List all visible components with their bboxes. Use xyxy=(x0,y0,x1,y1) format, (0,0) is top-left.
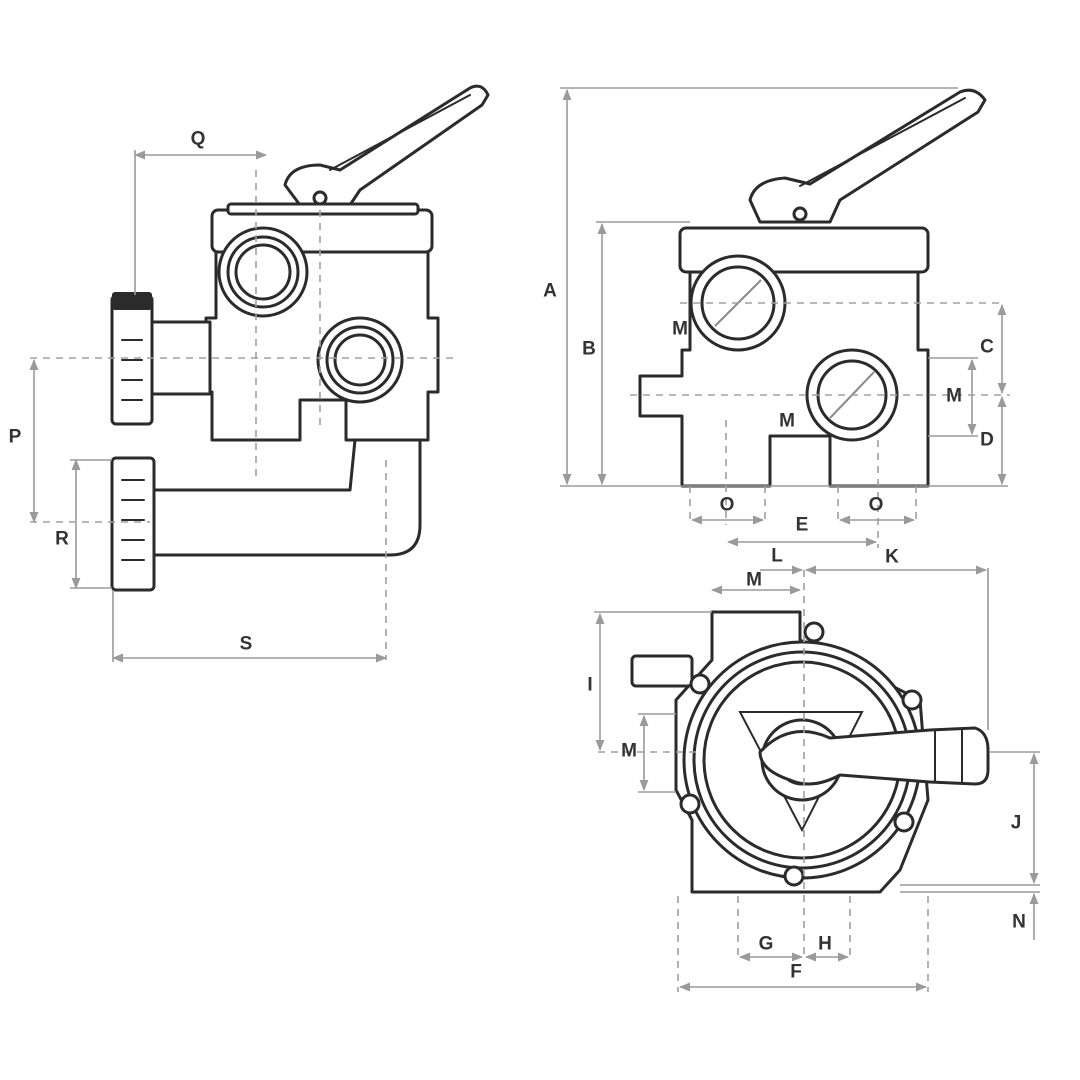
label-p: P xyxy=(9,427,22,448)
label-m-front-upper: M xyxy=(672,319,688,340)
label-a: A xyxy=(543,281,557,302)
label-i: I xyxy=(587,675,592,696)
label-c: C xyxy=(980,337,994,358)
label-r: R xyxy=(55,529,69,550)
label-k: K xyxy=(885,547,899,568)
label-o-left: O xyxy=(720,495,735,516)
label-e: E xyxy=(796,515,809,536)
label-o-right: O xyxy=(869,495,884,516)
label-m-front-lower: M xyxy=(779,411,795,432)
label-m-front-right: M xyxy=(946,386,962,407)
label-s: S xyxy=(240,634,253,655)
label-h: H xyxy=(818,934,832,955)
front-view-right xyxy=(560,87,1010,548)
side-view-left xyxy=(29,84,490,663)
top-view-bottom xyxy=(594,565,1040,992)
label-l: L xyxy=(771,546,783,567)
dimension-labels: Q P R S A B M M M C D O O E L K M I M J … xyxy=(9,129,1026,983)
label-m-top: M xyxy=(746,570,762,591)
label-b: B xyxy=(582,339,596,360)
label-j: J xyxy=(1011,813,1022,834)
label-q: Q xyxy=(191,129,206,150)
label-n: N xyxy=(1012,912,1026,933)
label-m-left: M xyxy=(621,741,637,762)
label-f: F xyxy=(790,962,802,983)
label-d: D xyxy=(980,430,994,451)
label-g: G xyxy=(759,934,774,955)
